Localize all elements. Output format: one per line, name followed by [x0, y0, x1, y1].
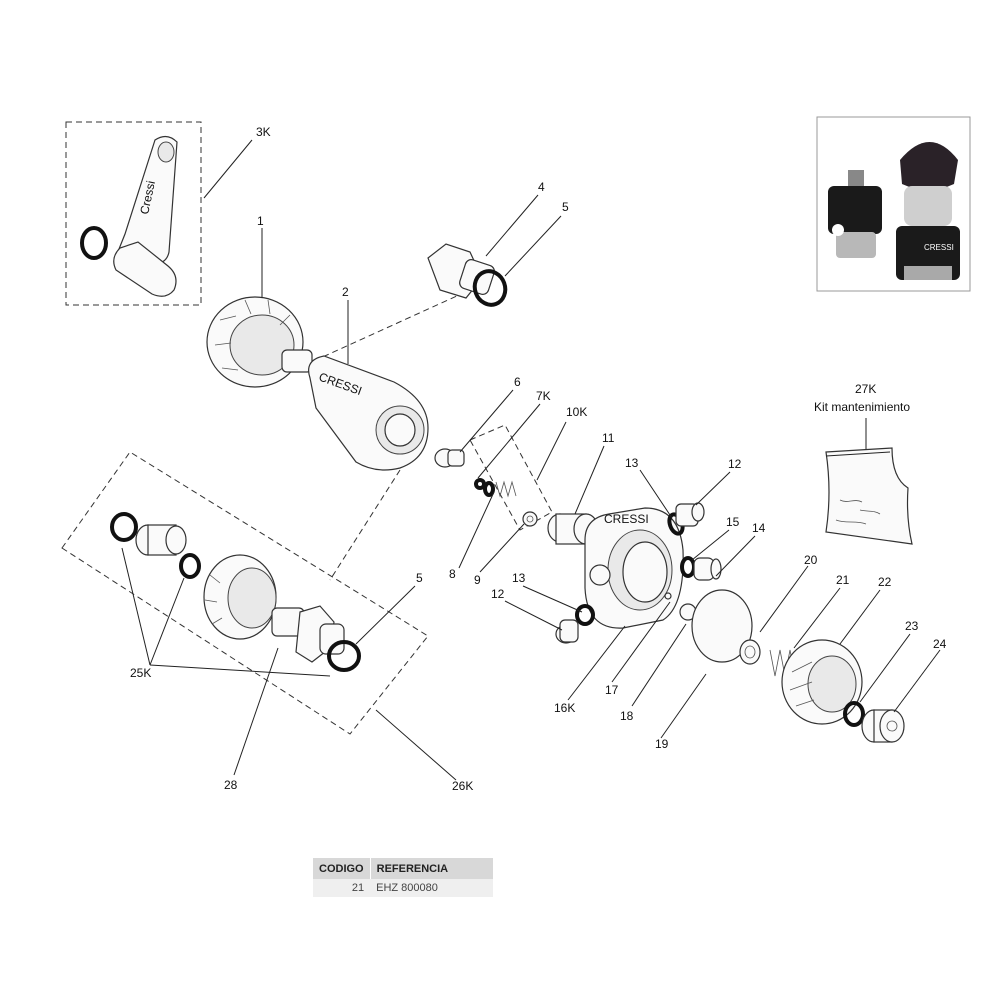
part-25k-adapter: [135, 524, 187, 556]
part-1-handwheel: [206, 296, 313, 388]
label-13-upper: 13: [625, 456, 639, 470]
table-header-row: CODIGO REFERENCIA: [313, 858, 494, 879]
part-20-washer: [739, 639, 761, 665]
label-14: 14: [752, 521, 766, 535]
label-15: 15: [726, 515, 740, 529]
label-9: 9: [474, 573, 481, 587]
part-28-din-handwheel: [203, 554, 345, 663]
label-17: 17: [605, 683, 619, 697]
label-13-lower: 13: [512, 571, 526, 585]
part-23-oring: [843, 701, 865, 727]
table-row: 21 EHZ 800080: [313, 879, 494, 897]
part-4-fitting: [427, 243, 495, 299]
label-8: 8: [449, 567, 456, 581]
cell-codigo: 21: [313, 879, 371, 897]
label-2: 2: [342, 285, 349, 299]
label-4: 4: [538, 180, 545, 194]
part-3k-yoke-screw: Cressi: [80, 135, 178, 297]
label-28: 28: [224, 778, 238, 792]
label-27k: 27K: [855, 382, 876, 396]
label-20: 20: [804, 553, 818, 567]
column-header-codigo: CODIGO: [313, 858, 371, 879]
part-27k-maintenance-kit-bag: [825, 447, 913, 545]
column-header-referencia: REFERENCIA: [370, 858, 494, 879]
part-19-diaphragm: [691, 589, 753, 663]
label-24: 24: [933, 637, 947, 651]
part-12-plug-lower: [555, 619, 579, 644]
part-25k-oring-a: [110, 512, 138, 542]
assembly-axis-2: [329, 469, 401, 581]
parts-reference-table: CODIGO REFERENCIA 21 EHZ 800080: [313, 858, 494, 897]
label-6: 6: [514, 375, 521, 389]
part-22-cap: [781, 639, 863, 725]
part-17-pin: [664, 592, 672, 600]
label-12-lower: 12: [491, 587, 505, 601]
part-25k-oring-b: [179, 553, 201, 579]
part-5-oring-lower: [327, 640, 361, 672]
label-26k: 26K: [452, 779, 473, 793]
assembly-axis-1: [304, 289, 471, 366]
leader-lines: [121, 139, 941, 781]
svg-text:Cressi: Cressi: [137, 179, 158, 215]
body-brand-text: CRESSI: [604, 512, 649, 526]
label-21: 21: [836, 573, 850, 587]
svg-text:CRESSI: CRESSI: [924, 243, 954, 252]
label-22: 22: [878, 575, 892, 589]
part-24-nut: [861, 709, 905, 743]
part-8-spring: [483, 480, 517, 498]
part-15-oring: [680, 556, 696, 578]
part-12-plug-upper: [675, 502, 705, 527]
product-photo-regulator: CRESSI: [828, 142, 960, 280]
label-1: 1: [257, 214, 264, 228]
label-25k: 25K: [130, 666, 151, 680]
part-9-gear-ring: [522, 511, 538, 527]
kit-3k-dashed-box: [65, 121, 202, 306]
label-5-upper: 5: [562, 200, 569, 214]
part-14-plug: [693, 557, 722, 581]
label-kit-mantenimiento: Kit mantenimiento: [814, 400, 910, 414]
label-23: 23: [905, 619, 919, 633]
part-5-oring-upper: [472, 269, 508, 307]
label-19: 19: [655, 737, 669, 751]
cell-referencia: EHZ 800080: [370, 879, 494, 897]
part-16k-first-stage-body: CRESSI: [584, 507, 684, 629]
label-5-lower: 5: [416, 571, 423, 585]
callout-labels: 1 3K 2 4 5 6 7K 10K 11 13 12 15 14 8 9 5…: [130, 125, 947, 793]
part-13-oring-lower: [575, 604, 595, 626]
label-11: 11: [602, 431, 615, 445]
label-3k: 3K: [256, 125, 271, 139]
label-7k: 7K: [536, 389, 551, 403]
part-7k-oring: [474, 478, 486, 490]
part-6-seat: [434, 448, 465, 468]
kit-10k-dashed-box: [469, 424, 553, 531]
part-2-yoke: CRESSI: [308, 355, 429, 471]
label-12-upper: 12: [728, 457, 742, 471]
label-10k: 10K: [566, 405, 587, 419]
label-18: 18: [620, 709, 634, 723]
label-16k: 16K: [554, 701, 575, 715]
